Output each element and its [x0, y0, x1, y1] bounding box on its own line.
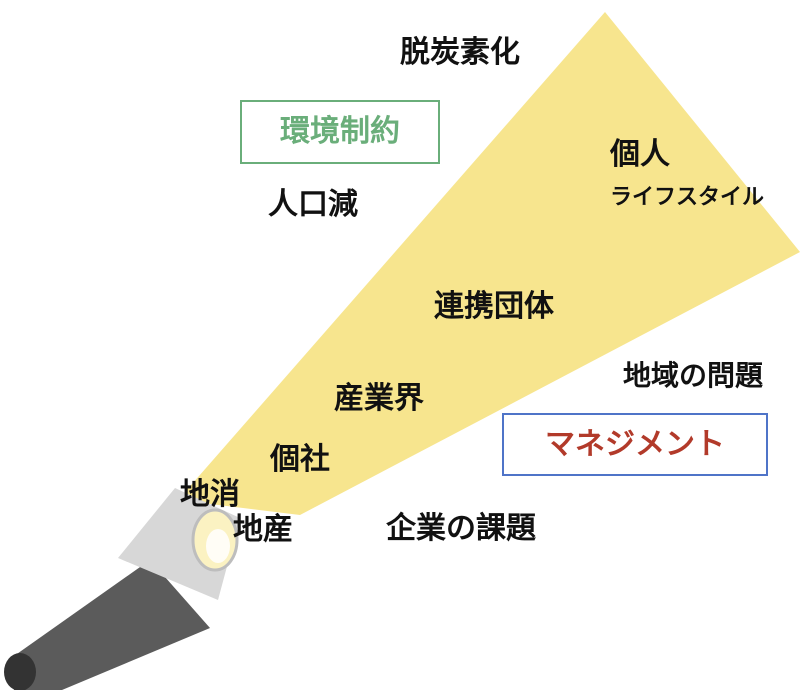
label-industry: 産業界	[334, 381, 424, 416]
label-management: マネジメント	[545, 426, 725, 462]
label-individual: 個人	[610, 137, 670, 172]
label-lifestyle: ライフスタイル	[610, 185, 765, 210]
label-local-production: 地産	[233, 512, 293, 547]
label-environment-constraints: 環境制約	[280, 114, 400, 149]
label-decarbonization: 脱炭素化	[400, 35, 520, 70]
environment-constraints-box: 環境制約	[240, 100, 440, 164]
label-regional-issues: 地域の問題	[623, 359, 764, 392]
label-partner-organizations: 連携団体	[434, 289, 554, 324]
label-individual-company: 個社	[270, 442, 330, 477]
light-beam	[178, 12, 800, 515]
label-local-consumption: 地消	[180, 477, 240, 512]
flashlight-tail-cap	[4, 653, 36, 690]
management-box: マネジメント	[502, 413, 768, 476]
label-corporate-issues: 企業の課題	[386, 511, 536, 546]
flashlight-handle	[14, 560, 210, 690]
label-population-decline: 人口減	[268, 187, 358, 222]
